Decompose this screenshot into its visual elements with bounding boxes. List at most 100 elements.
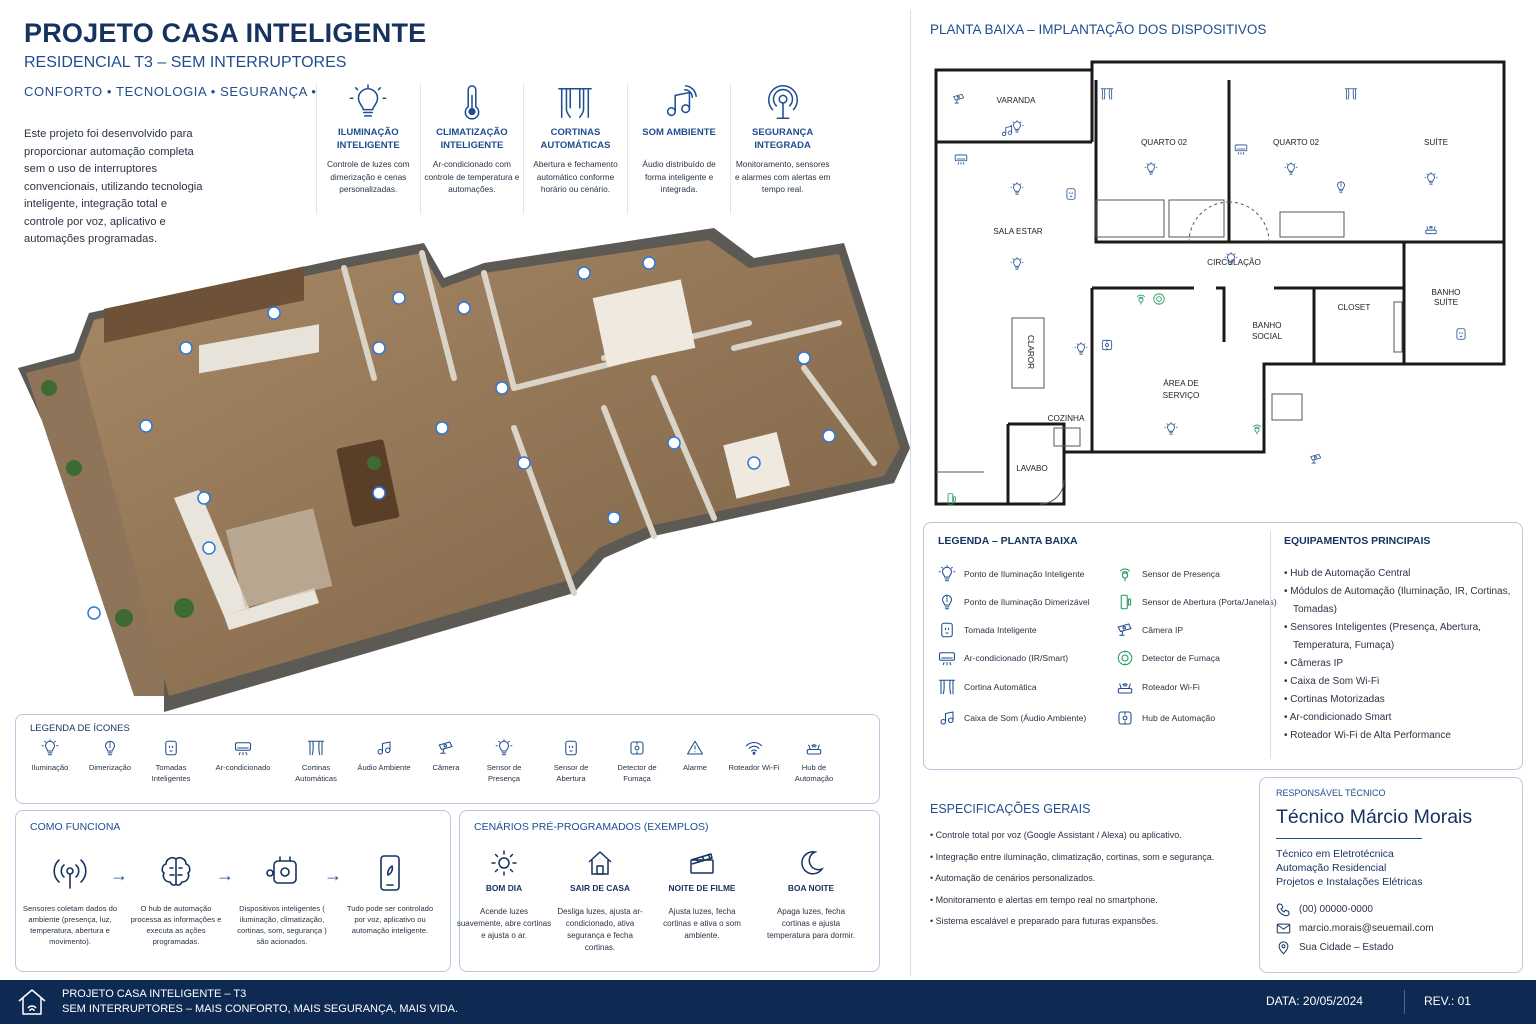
wardrobes (1095, 199, 1225, 238)
outlet-icon (938, 621, 956, 639)
arrow-right-icon: → (216, 865, 234, 885)
brain-icon (161, 857, 191, 886)
spec-item: • Monitoramento e alertas em tempo real … (930, 895, 1158, 905)
dining-table-plan (1011, 317, 1045, 389)
legend-icon-label: Tomadas Inteligentes (151, 763, 191, 783)
legend-icon-label: Sensor de Abertura (553, 763, 589, 783)
door-arcs (936, 471, 1065, 505)
legend-icons-title: LEGENDA DE ÍCONES (30, 723, 130, 734)
legend-label: Caixa de Som (Áudio Ambiente) (964, 713, 1087, 723)
responsible-underline (1276, 838, 1422, 839)
legend-icon-label: Câmera (432, 763, 460, 772)
room-label: SOCIAL (1252, 332, 1282, 341)
legend-label: Ar-condicionado (IR/Smart) (964, 653, 1069, 663)
equipment-title: EQUIPAMENTOS PRINCIPAIS (1284, 535, 1431, 547)
how-title: COMO FUNCIONA (30, 821, 121, 833)
legend-icon-label: Hub de Automação (794, 763, 834, 783)
scenarios-title: CENÁRIOS PRÉ-PROGRAMADOS (EXEMPLOS) (474, 821, 709, 833)
wall-suite (1229, 240, 1504, 364)
outlet-icon (162, 739, 180, 757)
room-label: ÁREA DE (1163, 378, 1199, 388)
legend-plan-title: LEGENDA – PLANTA BAIXA (938, 535, 1078, 547)
router-icon (1116, 678, 1134, 696)
contact-phone[interactable]: (00) 00000-0000 (1276, 902, 1373, 917)
legend-icon-item: Roteador Wi-Fi (722, 739, 786, 774)
feature-title: SEGURANÇA INTEGRADA (752, 127, 814, 151)
contact-location: Sua Cidade – Estado (1276, 940, 1394, 955)
legend-icon-item: Áudio Ambiente (352, 739, 416, 774)
legend-label: Ponto de Iluminação Inteligente (964, 569, 1085, 579)
legend-icon-item: Iluminação (18, 739, 82, 774)
responsible-name: Técnico Márcio Morais (1276, 806, 1473, 828)
bed-main (592, 279, 696, 367)
equipment-item: Hub de Automação Central (1284, 565, 1514, 583)
wall-closet (1274, 286, 1404, 364)
scenario-leave-home[interactable]: SAIR DE CASA Desliga luzes, ajusta ar-co… (552, 849, 648, 954)
legend-icon-item: Dimerização (78, 739, 142, 774)
feature-desc: Controle de luzes com dimerização e cena… (327, 159, 410, 194)
legend-plan-item: Roteador Wi-Fi (1116, 678, 1200, 696)
room-label: SERVIÇO (1163, 391, 1200, 400)
legend-plan-item: Caixa de Som (Áudio Ambiente) (938, 709, 1086, 727)
legend-plan-item: Detector de Fumaça (1116, 649, 1220, 667)
phone-text: (00) 00000-0000 (1299, 904, 1373, 915)
equipment-item: Cortinas Motorizadas (1284, 691, 1514, 709)
legend-icon-item: Câmera (414, 739, 478, 774)
door-sensor-icon (562, 739, 580, 757)
legend-icon-label: Roteador Wi-Fi (728, 763, 780, 772)
room-label: LAVABO (1016, 464, 1048, 473)
curtain-icon (307, 739, 325, 757)
wifi-icon (745, 739, 763, 757)
equipment-item: Roteador Wi-Fi de Alta Performance (1284, 727, 1514, 745)
spec-item: • Automação de cenários personalizados. (930, 873, 1096, 883)
room-label: QUARTO 02 (1273, 138, 1320, 147)
floor-plan: VARANDA QUARTO 02 QUARTO 02 SUÍTE SALA E… (934, 60, 1506, 506)
legend-label: Ponto de Iluminação Dimerizável (964, 597, 1090, 607)
legend-icon-label: Cortinas Automáticas (295, 763, 337, 783)
how-step-label: Tudo pode ser controlado por voz, aplica… (346, 904, 434, 935)
legend-plan-item: Ponto de Iluminação Inteligente (938, 565, 1084, 583)
scenario-movie-night[interactable]: NOITE DE FILME Ajusta luzes, fecha corti… (654, 849, 750, 942)
music-icon (666, 85, 697, 117)
footer-slogan: SEM INTERRUPTORES – MAIS CONFORTO, MAIS … (62, 1003, 459, 1015)
dining-table (336, 439, 400, 527)
how-step: Tudo pode ser controlado por voz, aplica… (342, 853, 438, 936)
legend-icon-item: Alarme (663, 739, 727, 774)
feature-lighting: ILUMINAÇÃO INTELIGENTE Controle de luzes… (316, 84, 420, 214)
legend-plan-item: Cortina Automática (938, 678, 1037, 696)
legend-label: Câmera IP (1142, 625, 1184, 635)
how-it-works-panel: COMO FUNCIONA Sensores coletam dados do … (15, 810, 451, 972)
legend-icon-label: Áudio Ambiente (357, 763, 411, 772)
moon-icon (801, 851, 825, 875)
plan-device-symbols (947, 88, 1466, 505)
footer-project: PROJETO CASA INTELIGENTE – T3 (62, 988, 247, 1000)
smart-house-logo-icon (18, 989, 46, 1015)
email-text: marcio.morais@seuemail.com (1299, 923, 1434, 934)
plan-title: PLANTA BAIXA – IMPLANTAÇÃO DOS DISPOSITI… (930, 22, 1267, 37)
legend-icon-label: Alarme (682, 763, 708, 772)
how-step: O hub de automação processa as informaçõ… (128, 853, 224, 947)
curtain-icon (558, 87, 593, 119)
scenario-good-night[interactable]: BOA NOITE Apaga luzes, fecha cortinas e … (763, 849, 859, 942)
legend-icon-label: Detector de Fumaça (617, 763, 657, 783)
legend-label: Cortina Automática (964, 682, 1037, 692)
contact-email[interactable]: marcio.morais@seuemail.com (1276, 921, 1434, 936)
feature-desc: Abertura e fechamento automático conform… (533, 159, 618, 194)
footer-revision: REV.: 01 (1424, 994, 1471, 1008)
house-icon (588, 851, 612, 875)
door-swings (1188, 201, 1270, 243)
curtain-icon (938, 678, 956, 696)
scenario-desc: Acende luzes suavemente, abre cortinas e… (456, 907, 552, 940)
bulb-icon (938, 565, 956, 583)
scenario-good-morning[interactable]: BOM DIA Acende luzes suavemente, abre co… (456, 849, 552, 942)
door-sensor-icon (1116, 593, 1134, 611)
security-sensor-icon (767, 84, 798, 119)
feature-title: ILUMINAÇÃO INTELIGENTE (336, 127, 400, 151)
mail-icon (1276, 923, 1291, 934)
bulb-icon (41, 739, 59, 757)
equipment-item: Caixa de Som Wi-Fi (1284, 673, 1514, 691)
legend-label: Roteador Wi-Fi (1142, 682, 1200, 692)
wall-lavabo (1006, 422, 1066, 504)
feature-climate: CLIMATIZAÇÃO INTELIGENTE Ar-condicionado… (419, 84, 524, 214)
scenarios-panel: CENÁRIOS PRÉ-PROGRAMADOS (EXEMPLOS) BOM … (456, 810, 880, 972)
